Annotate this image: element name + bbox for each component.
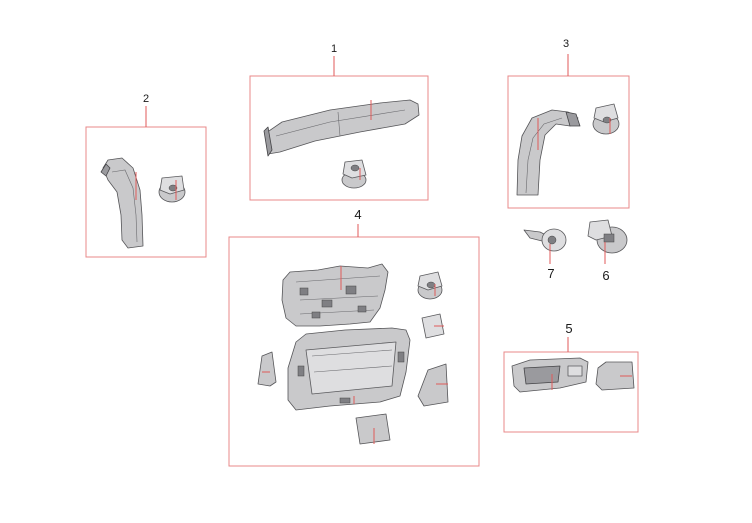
callout-2: 2 bbox=[143, 93, 149, 105]
group-2: 2 bbox=[85, 93, 207, 258]
push-clip-icon bbox=[417, 271, 443, 300]
left-pillar-trim-icon bbox=[100, 157, 144, 249]
item-6: 6 bbox=[587, 219, 628, 283]
right-side-cover-icon bbox=[417, 363, 449, 407]
group-5-frame bbox=[503, 351, 639, 433]
push-clip-icon bbox=[592, 103, 620, 135]
callout-5: 5 bbox=[565, 321, 572, 336]
upper-tailgate-panel-icon bbox=[281, 263, 389, 327]
group-1-frame bbox=[249, 75, 429, 201]
square-clip-icon bbox=[587, 219, 628, 254]
push-clip-icon bbox=[341, 159, 367, 189]
group-1: 1 bbox=[249, 43, 429, 201]
pin-rivet-icon bbox=[523, 228, 567, 252]
push-clip-icon bbox=[158, 175, 186, 203]
group-4: 4 bbox=[228, 207, 480, 467]
lower-cover-icon bbox=[355, 413, 391, 445]
right-pillar-trim-icon bbox=[516, 109, 581, 196]
group-4-frame bbox=[228, 236, 480, 467]
upper-trim-bar-icon bbox=[263, 99, 420, 157]
small-pad-icon bbox=[421, 313, 445, 339]
callout-4: 4 bbox=[354, 207, 361, 222]
handle-bezel-icon bbox=[511, 357, 589, 393]
group-5: 5 bbox=[503, 321, 639, 433]
lower-tailgate-panel-icon bbox=[287, 327, 411, 411]
group-2-frame bbox=[85, 126, 207, 258]
group-3: 3 bbox=[507, 38, 630, 209]
handle-cap-icon bbox=[595, 361, 635, 391]
item-7: 7 bbox=[523, 228, 567, 281]
callout-7: 7 bbox=[547, 266, 554, 281]
left-side-cover-icon bbox=[257, 351, 277, 387]
callout-3: 3 bbox=[563, 38, 569, 50]
callout-1: 1 bbox=[331, 43, 337, 55]
callout-6: 6 bbox=[602, 268, 609, 283]
